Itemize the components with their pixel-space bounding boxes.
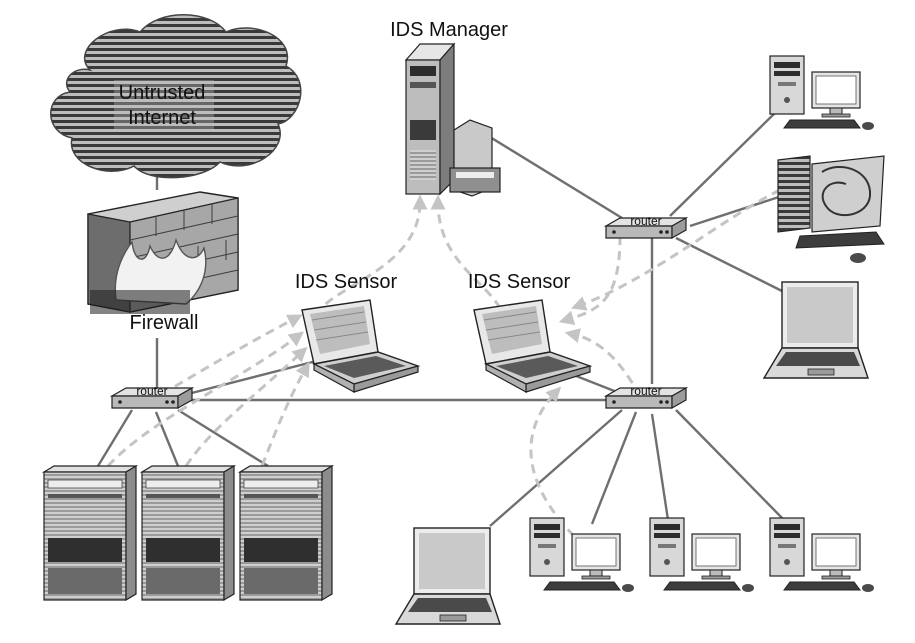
traffic-rack1-to-sensor-left — [106, 331, 304, 468]
workstation-scanned — [777, 155, 885, 263]
link-router-rack-1 — [96, 409, 134, 467]
link-router-laptop-right — [675, 236, 797, 300]
link-manager-router — [471, 124, 623, 220]
cloud-label-line1: Untrusted — [119, 82, 206, 104]
traffic-rack2-to-sensor-left — [184, 346, 308, 467]
router-right-top: router — [605, 214, 687, 239]
traffic-router-top-to-sensor-right — [558, 235, 622, 326]
router-right-top-label: router — [630, 214, 661, 228]
ids-manager-label: IDS Manager — [390, 19, 508, 41]
ids-manager-server — [404, 42, 501, 197]
ids-sensor-left-label: IDS Sensor — [295, 271, 398, 293]
monitoring-traffic — [106, 188, 781, 538]
router-left-label: router — [136, 384, 167, 398]
desktop-bottom-1 — [529, 517, 635, 593]
desktop-bottom-2 — [649, 517, 755, 593]
server-rack-1 — [43, 465, 137, 601]
link-router-desktop-2 — [650, 413, 670, 521]
firewall: Firewall — [87, 191, 239, 334]
server-rack-2 — [141, 465, 235, 601]
link-router-rack-3 — [177, 408, 269, 468]
link-router-scanned-pc — [689, 194, 783, 228]
link-router-desktop-3 — [675, 409, 787, 523]
traffic-router-to-sensor-left — [161, 314, 303, 396]
link-router-desktop-1 — [590, 411, 638, 525]
traffic-router-bottom-to-sensor-right — [564, 328, 642, 397]
desktop-top-right — [769, 55, 875, 131]
desktop-bottom-3 — [769, 517, 875, 593]
firewall-label: Firewall — [130, 312, 199, 334]
link-router-laptop-bottom — [489, 409, 623, 527]
internet-cloud: Untrusted Internet — [50, 14, 302, 179]
traffic-desktop-to-sensor-right — [529, 386, 576, 538]
traffic-rack3-to-sensor-left — [260, 361, 310, 467]
router-left: router — [111, 384, 193, 409]
router-right-bottom: router — [605, 384, 687, 409]
ids-sensor-right-laptop — [473, 299, 591, 393]
traffic-sensor-right-to-manager — [430, 194, 502, 309]
ids-sensor-right-label: IDS Sensor — [468, 271, 571, 293]
link-router-desktop-top — [669, 111, 777, 217]
traffic-pc-to-sensor-right — [570, 188, 781, 311]
laptop-bottom — [395, 527, 501, 625]
cloud-label-line2: Internet — [128, 107, 196, 129]
router-right-bottom-label: router — [630, 384, 661, 398]
network-links — [96, 111, 797, 527]
ids-sensor-left-laptop — [301, 299, 419, 393]
link-router-sensor-left — [179, 356, 329, 398]
link-router-rack-2 — [154, 411, 180, 467]
laptop-right — [763, 281, 869, 379]
server-rack-3 — [239, 465, 333, 601]
